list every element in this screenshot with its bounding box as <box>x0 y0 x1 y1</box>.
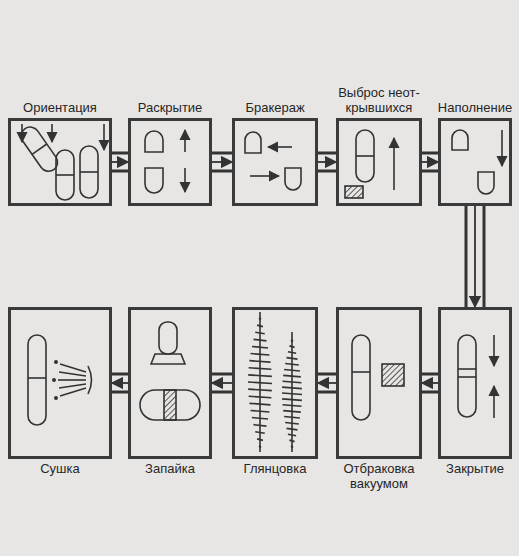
chamber-box: Запайка <box>128 307 212 459</box>
capsule-figure <box>28 335 92 425</box>
channel-wall <box>212 170 232 173</box>
channel-wall <box>112 170 128 173</box>
channel-wall <box>318 373 336 376</box>
step-label: Отбраковка вакуумом <box>331 461 427 491</box>
chamber-box: Выброс неот- крывшихся <box>336 118 422 206</box>
channel-wall <box>422 391 438 394</box>
channel-wall <box>212 391 232 394</box>
capsule-figure <box>18 124 104 200</box>
capsule-figure <box>458 335 494 418</box>
channel-wall <box>112 373 128 376</box>
step-label: Сушка <box>40 461 80 476</box>
channel-wall <box>422 373 438 376</box>
flow-arrow <box>212 382 232 384</box>
chamber-box: Закрытие <box>438 307 512 459</box>
capsule-figure <box>140 322 200 420</box>
channel-wall <box>483 206 486 307</box>
step-label: Ориентация <box>23 100 97 115</box>
capsule-figure <box>352 335 404 420</box>
flow-arrow <box>212 161 232 163</box>
chamber-box: Глянцовка <box>232 307 318 459</box>
flow-arrow <box>112 161 128 163</box>
channel-wall <box>422 152 438 155</box>
flow-arrow <box>318 382 336 384</box>
flow-arrow <box>112 382 128 384</box>
chamber-box: Отбраковка вакуумом <box>336 307 422 459</box>
channel-wall <box>212 152 232 155</box>
flow-arrow <box>422 382 438 384</box>
chamber-box: Сушка <box>8 307 112 459</box>
channel-wall <box>212 373 232 376</box>
capsule-figure <box>452 130 502 194</box>
channel-wall <box>318 391 336 394</box>
chamber-box: Бракераж <box>232 118 318 206</box>
step-label: Запайка <box>145 461 195 476</box>
step-label: Выброс неот- крывшихся <box>331 85 427 115</box>
channel-wall <box>318 170 336 173</box>
flow-arrow <box>318 161 336 163</box>
channel-wall <box>318 152 336 155</box>
chamber-box: Раскрытие <box>128 118 212 206</box>
brush-figure <box>248 312 302 452</box>
step-label: Глянцовка <box>244 461 307 476</box>
channel-wall <box>112 152 128 155</box>
chamber-box: Ориентация <box>8 118 112 206</box>
channel-wall <box>465 206 468 307</box>
channel-wall <box>422 170 438 173</box>
step-label: Закрытие <box>446 461 504 476</box>
chamber-box: Наполнение <box>438 118 512 206</box>
step-label: Наполнение <box>438 100 512 115</box>
step-label: Бракераж <box>245 100 304 115</box>
capsule-figure <box>245 132 301 190</box>
step-label: Раскрытие <box>138 100 203 115</box>
flow-arrow <box>422 161 438 163</box>
capsule-figure <box>145 130 185 193</box>
flow-arrow <box>474 206 476 307</box>
channel-wall <box>112 391 128 394</box>
capsule-figure <box>345 130 394 198</box>
